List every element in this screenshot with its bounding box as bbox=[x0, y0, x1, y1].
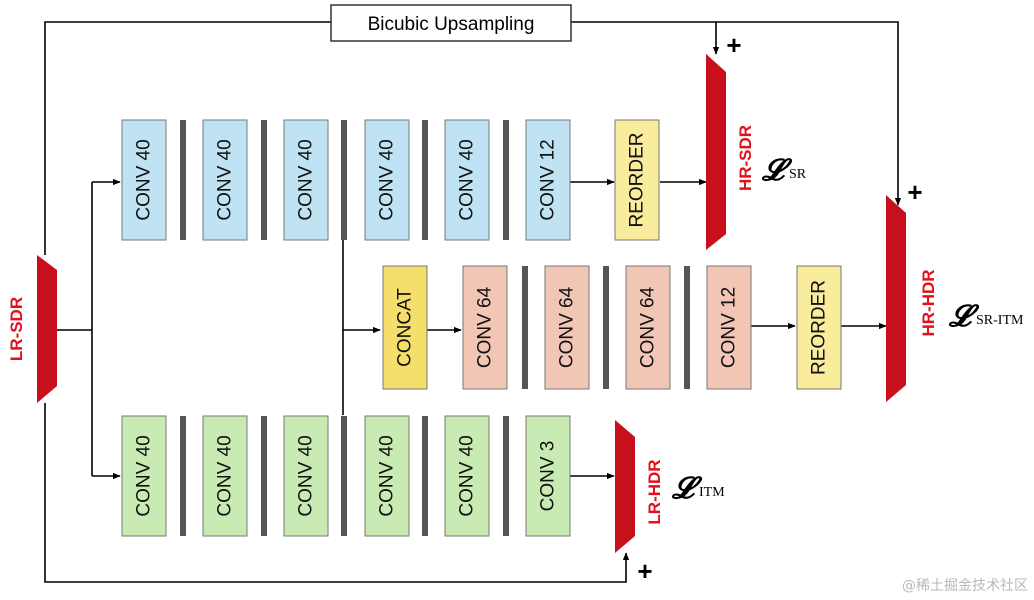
bicubic-upsampling-label: Bicubic Upsampling bbox=[368, 14, 535, 35]
bottom-block-conv-40 bbox=[364, 415, 410, 537]
middle-block-label: CONCAT bbox=[395, 288, 416, 367]
loss-sr-subscript: SR bbox=[789, 167, 807, 182]
lr-hdr-label: LR-HDR bbox=[645, 459, 664, 524]
lr-sdr-shape bbox=[37, 255, 57, 403]
top-block-reorder bbox=[614, 119, 660, 241]
bottom-block-label: CONV 40 bbox=[215, 435, 236, 516]
top-block-label: CONV 12 bbox=[538, 139, 559, 220]
bottom-separator-bar bbox=[503, 416, 509, 536]
bottom-block-label: CONV 40 bbox=[457, 435, 478, 516]
bottom-block-conv-40 bbox=[202, 415, 248, 537]
top-block-conv-40 bbox=[202, 119, 248, 241]
middle-separator-bar bbox=[684, 266, 690, 389]
bicubic-upsampling-box bbox=[330, 4, 572, 42]
bottom-separator-bar bbox=[422, 416, 428, 536]
bicubic-to-hr-hdr-arrow bbox=[716, 21, 902, 206]
loss-itm: 𝓛 ITM bbox=[671, 472, 725, 505]
middle-block-conv-64 bbox=[625, 265, 671, 390]
middle-block-conv-64 bbox=[462, 265, 508, 390]
middle-block-reorder bbox=[796, 265, 842, 390]
bottom-block-label: CONV 40 bbox=[377, 435, 398, 516]
bottom-block-conv-3 bbox=[525, 415, 571, 537]
lr-hdr-shape bbox=[615, 420, 635, 553]
lr-skip-to-lr-hdr-arrow bbox=[44, 403, 630, 583]
lr-sdr-label: LR-SDR bbox=[7, 297, 26, 361]
middle-separator-bar bbox=[522, 266, 528, 389]
bottom-block-label: CONV 40 bbox=[134, 435, 155, 516]
bottom-block-label: CONV 40 bbox=[296, 435, 317, 516]
bottom-block-conv-40 bbox=[283, 415, 329, 537]
top-block-conv-40 bbox=[364, 119, 410, 241]
watermark: @稀土掘金技术社区 bbox=[902, 578, 1028, 594]
bottom-separator-bar bbox=[261, 416, 267, 536]
bicubic-to-hr-sdr-arrow bbox=[571, 21, 720, 55]
middle-block-label: REORDER bbox=[809, 280, 830, 375]
top-block-label: REORDER bbox=[627, 132, 648, 227]
top-block-conv-12 bbox=[525, 119, 571, 241]
top-separator-bar bbox=[422, 120, 428, 240]
hr-sdr-label: HR-SDR bbox=[736, 125, 755, 191]
bicubic-input-line bbox=[44, 21, 331, 255]
bottom-separator-bar bbox=[180, 416, 186, 536]
loss-itm-subscript: ITM bbox=[699, 485, 725, 500]
middle-separator-bar bbox=[603, 266, 609, 389]
loss-sr-itm: 𝓛 SR-ITM bbox=[948, 300, 1024, 333]
hr-hdr-label: HR-HDR bbox=[919, 269, 938, 336]
loss-sr: 𝓛 SR bbox=[761, 154, 807, 187]
plus-sign-hr-sdr: + bbox=[726, 30, 741, 60]
hr-hdr-shape bbox=[886, 195, 906, 402]
top-separator-bar bbox=[341, 120, 347, 240]
top-separator-bar bbox=[180, 120, 186, 240]
layer-blocks: CONV 40 CONV 40 CONV 40 CONV 40 CONV 40 CONV … bbox=[121, 119, 842, 537]
top-block-label: CONV 40 bbox=[296, 139, 317, 220]
middle-block-concat bbox=[382, 265, 428, 390]
plus-sign-hr-hdr: + bbox=[907, 177, 922, 207]
top-block-label: CONV 40 bbox=[134, 139, 155, 220]
top-block-conv-40 bbox=[121, 119, 167, 241]
top-block-label: CONV 40 bbox=[215, 139, 236, 220]
top-block-label: CONV 40 bbox=[457, 139, 478, 220]
top-block-conv-40 bbox=[283, 119, 329, 241]
loss-sr-itm-subscript: SR-ITM bbox=[976, 313, 1024, 328]
middle-block-label: CONV 12 bbox=[719, 287, 740, 368]
bottom-block-label: CONV 3 bbox=[538, 441, 559, 512]
plus-sign-lr-hdr: + bbox=[637, 556, 652, 586]
bottom-block-conv-40 bbox=[444, 415, 490, 537]
top-block-label: CONV 40 bbox=[377, 139, 398, 220]
bottom-block-conv-40 bbox=[121, 415, 167, 537]
top-separator-bar bbox=[261, 120, 267, 240]
middle-block-label: CONV 64 bbox=[557, 286, 578, 368]
middle-block-label: CONV 64 bbox=[638, 286, 659, 368]
middle-block-conv-64 bbox=[544, 265, 590, 390]
bottom-separator-bar bbox=[341, 416, 347, 536]
middle-block-conv-12 bbox=[706, 265, 752, 390]
middle-block-label: CONV 64 bbox=[475, 286, 496, 368]
top-block-conv-40 bbox=[444, 119, 490, 241]
hr-sdr-shape bbox=[706, 54, 726, 250]
top-separator-bar bbox=[503, 120, 509, 240]
